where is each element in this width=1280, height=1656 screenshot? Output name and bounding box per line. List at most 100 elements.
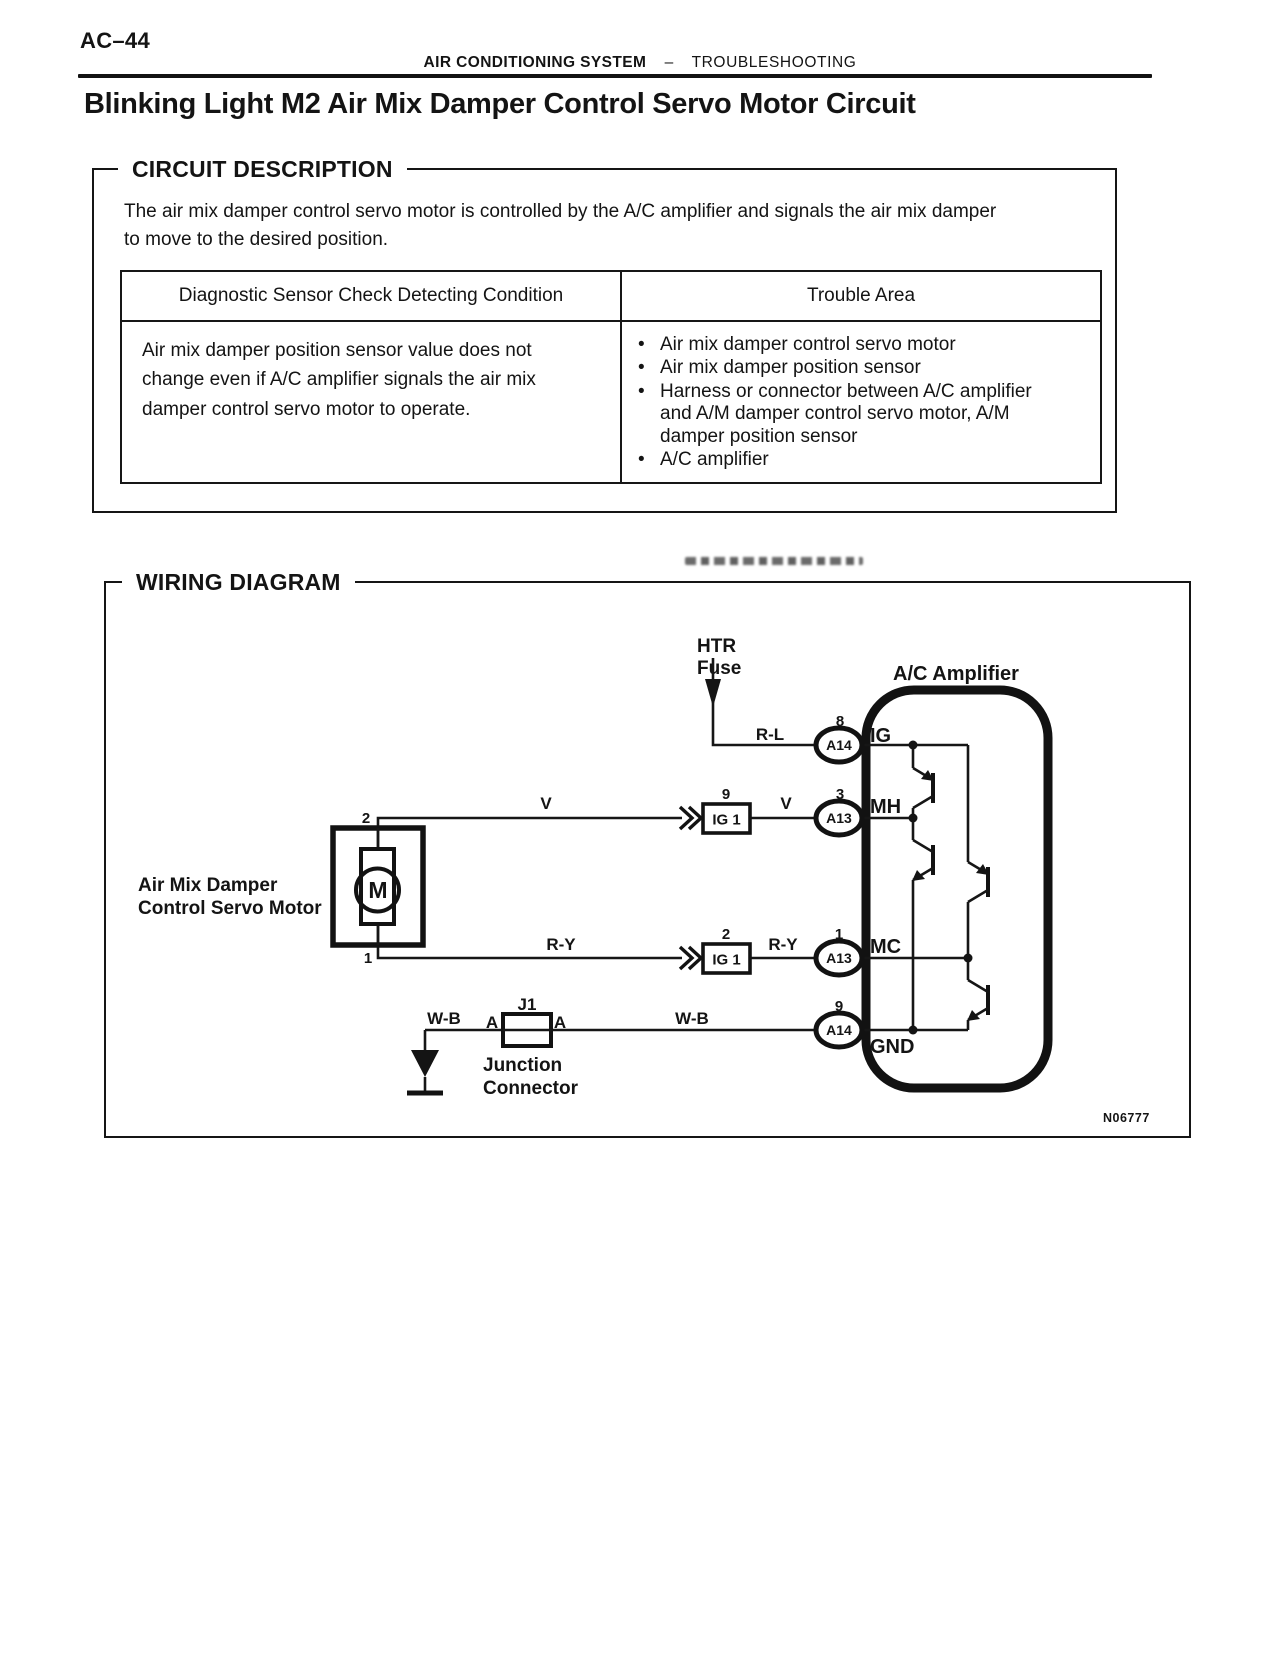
wire-rl-ig: R-L <box>711 702 817 747</box>
connector-name: A14 <box>826 1022 852 1038</box>
figure-code: N06777 <box>1103 1111 1150 1125</box>
transistor-arrow <box>967 1010 980 1021</box>
bullet-icon: • <box>638 334 645 355</box>
ground-triangle <box>411 1050 439 1077</box>
trouble-area-item: • A/C amplifier <box>638 449 1064 471</box>
diagnosis-table: Diagnostic Sensor Check Detecting Condit… <box>120 270 1102 565</box>
connector-name: A13 <box>826 950 852 966</box>
terminal-gnd: GND <box>870 1036 914 1058</box>
ac-amplifier-label: A/C Amplifier <box>893 663 1019 685</box>
wiring-diagram-section: WIRING DIAGRAM <box>104 565 1191 1138</box>
ig1-connector-name: IG 1 <box>712 812 740 829</box>
transistor-emitter <box>912 794 934 810</box>
bullet-icon: • <box>638 449 645 471</box>
transistor-collector <box>912 838 934 854</box>
chevron-icon <box>687 805 704 831</box>
trouble-area-text: A/C amplifier <box>660 449 769 471</box>
chevron-icon <box>678 805 695 831</box>
transistor-icon <box>967 860 990 904</box>
trouble-area-text: Air mix damper position sensor <box>660 357 921 379</box>
connector-oval <box>813 938 865 978</box>
wire-label-rl: R-L <box>756 725 784 744</box>
connector-a14-ig: 8 A14 IG <box>813 713 891 765</box>
ig1-bottom-pin: 2 <box>722 926 730 943</box>
header-rule <box>78 74 1152 78</box>
wire-label-ry: R-Y <box>768 935 798 954</box>
scan-smudge-artifact <box>685 557 863 565</box>
running-header: AIR CONDITIONING SYSTEM – TROUBLESHOOTIN… <box>0 54 1280 72</box>
connector-pin: 9 <box>835 998 843 1015</box>
fuse-arrow-icon <box>705 679 721 707</box>
connector-name: A14 <box>826 737 852 753</box>
header-dash: – <box>664 54 674 71</box>
wiring-diagram-heading: WIRING DIAGRAM <box>122 565 355 599</box>
junction-dot <box>963 953 973 963</box>
terminal-mh: MH <box>870 796 901 818</box>
wire-wb-gnd: W-B W-B <box>425 1009 816 1032</box>
connector-a13-mh: 3 A13 MH <box>813 786 901 838</box>
chevron-icon <box>678 945 695 971</box>
transistor-emitter <box>967 888 989 904</box>
junction-dot <box>908 740 918 750</box>
terminal-ig: IG <box>870 725 891 747</box>
junction-dot <box>908 1025 918 1035</box>
transistor-icon <box>912 766 935 810</box>
column-header-condition: Diagnostic Sensor Check Detecting Condit… <box>122 272 622 320</box>
ac-amplifier-outline <box>861 685 1053 1093</box>
column-header-trouble-area: Trouble Area <box>806 285 916 306</box>
wire-label-ry: R-Y <box>546 935 576 954</box>
motor-pin-2: 2 <box>362 810 370 827</box>
connector-pin: 1 <box>835 926 843 943</box>
diagnosis-table-header-row: Diagnostic Sensor Check Detecting Condit… <box>122 272 1100 322</box>
motor-m-glyph: M <box>368 877 387 903</box>
page-title: Blinking Light M2 Air Mix Damper Control… <box>84 88 916 120</box>
connector-oval <box>813 798 865 838</box>
header-subsection: TROUBLESHOOTING <box>691 54 857 71</box>
connector-a14-gnd: 9 A14 GND <box>813 998 914 1058</box>
motor-body <box>359 847 396 926</box>
trouble-area-text: Air mix damper control servo motor <box>660 334 956 355</box>
circuit-description-heading: CIRCUIT DESCRIPTION <box>118 152 407 186</box>
htr-fuse-label: Fuse <box>697 658 741 679</box>
condition-cell: Air mix damper position sensor value doe… <box>122 322 622 483</box>
junction-connector: J1 A A Junction Connector <box>483 995 579 1099</box>
trouble-area-text: Harness or connector between A/C amplifi… <box>660 380 1032 447</box>
transistor-arrow <box>912 870 925 881</box>
trouble-area-item: • Harness or connector between A/C ampli… <box>638 381 1064 448</box>
trouble-area-item: • Air mix damper control servo motor <box>638 334 1064 356</box>
junction-pin-a-left: A <box>486 1013 498 1032</box>
htr-fuse: HTR Fuse <box>697 636 741 707</box>
wire-rl <box>711 702 817 747</box>
wire-label-wb: W-B <box>427 1009 461 1028</box>
ig1-connector-box <box>701 802 752 835</box>
connector-a13-mc: 1 A13 MC <box>813 926 901 978</box>
ac-amplifier: A/C Amplifier <box>861 663 1053 1093</box>
bullet-icon: • <box>638 357 645 379</box>
circuit-description-body: The air mix damper control servo motor i… <box>124 201 997 250</box>
motor-label: Air Mix Damper <box>138 875 278 896</box>
transistor-arrow <box>976 864 989 875</box>
motor-pin-1: 1 <box>364 950 372 967</box>
ig1-top-pin: 9 <box>722 786 730 803</box>
servo-motor: Air Mix Damper Control Servo Motor M <box>138 825 426 948</box>
ground-icon <box>407 1030 443 1096</box>
diagnosis-table-body-row: Air mix damper position sensor value doe… <box>122 322 1100 565</box>
connector-pin: 8 <box>836 713 844 730</box>
ig1-connector-bottom: 2 IG 1 <box>678 926 752 975</box>
connector-oval <box>813 1010 865 1050</box>
transistor-icon <box>912 838 935 882</box>
connector-pin: 3 <box>836 786 844 803</box>
transistor-arrow <box>921 770 934 781</box>
junction-id: J1 <box>518 995 537 1014</box>
trouble-area-cell: • Air mix damper control servo motor • A… <box>622 322 1100 565</box>
header-section: AIR CONDITIONING SYSTEM <box>423 54 647 71</box>
motor-label: Control Servo Motor <box>138 898 322 919</box>
transistor-icon <box>967 978 990 1022</box>
htr-fuse-label: HTR <box>697 636 736 657</box>
circuit-description-section: CIRCUIT DESCRIPTION The air mix damper c… <box>92 152 1117 565</box>
terminal-mc: MC <box>870 936 901 958</box>
connector-oval <box>813 725 865 765</box>
transistor-collector <box>967 978 989 994</box>
ig1-connector-name: IG 1 <box>712 952 740 969</box>
junction-dot <box>908 813 918 823</box>
